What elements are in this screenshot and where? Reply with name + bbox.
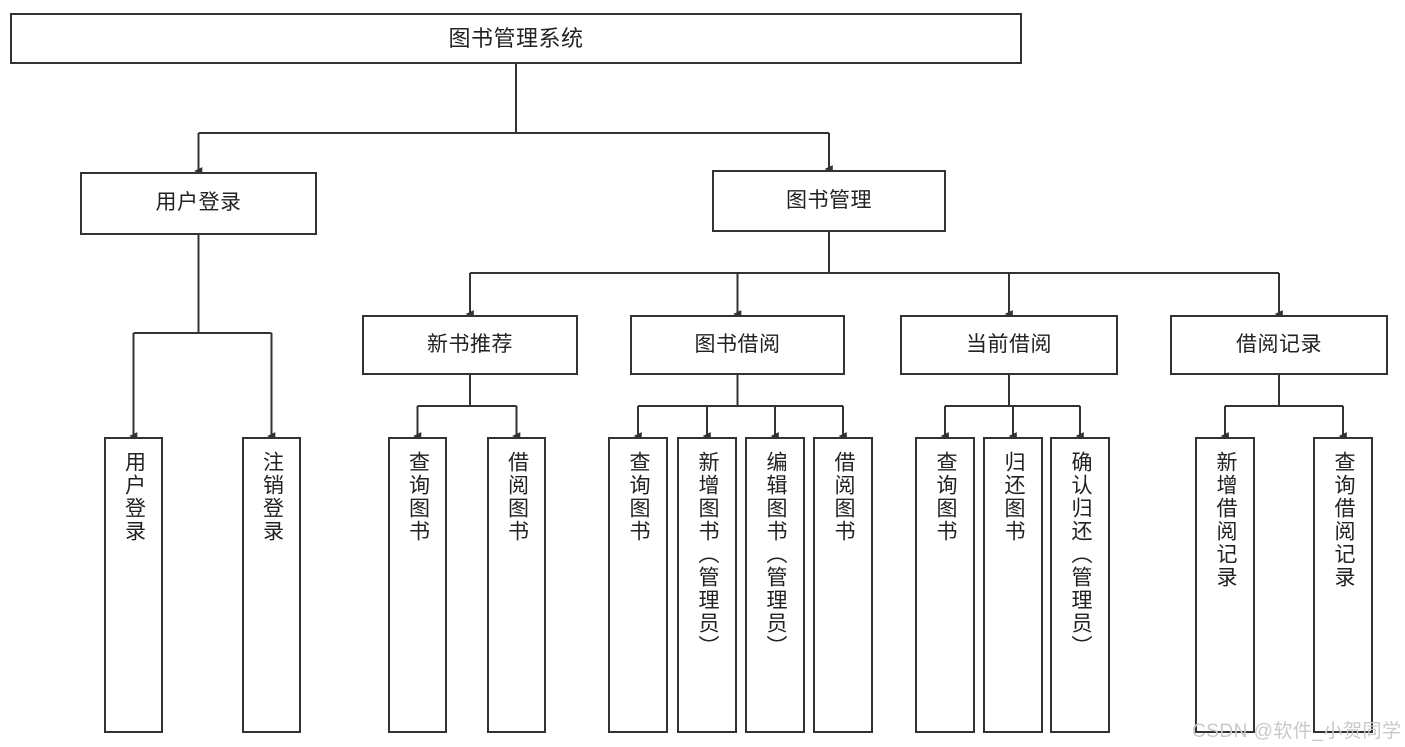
node-leaf-cur-confirm-return[interactable]: 确认归还（管理员） — [1050, 437, 1110, 733]
node-label: 借阅图书 — [832, 451, 856, 543]
node-leaf-rec-borrow-book[interactable]: 借阅图书 — [487, 437, 546, 733]
node-label: 编辑图书（管理员） — [764, 451, 788, 658]
node-label: 归还图书 — [1002, 451, 1026, 543]
node-current-borrow[interactable]: 当前借阅 — [900, 315, 1118, 375]
node-label: 查询图书 — [406, 451, 430, 543]
node-leaf-user-login[interactable]: 用户登录 — [104, 437, 163, 733]
node-label: 注销登录 — [260, 451, 284, 543]
node-borrow-record[interactable]: 借阅记录 — [1170, 315, 1388, 375]
node-label: 查询图书 — [934, 451, 958, 543]
node-label: 当前借阅 — [966, 332, 1052, 356]
node-label: 确认归还（管理员） — [1069, 451, 1093, 658]
node-leaf-rec-query-record[interactable]: 查询借阅记录 — [1313, 437, 1373, 733]
node-leaf-borrow-edit-book[interactable]: 编辑图书（管理员） — [745, 437, 805, 733]
node-label: 用户登录 — [122, 451, 146, 543]
node-label: 图书管理系统 — [448, 25, 584, 51]
node-label: 查询借阅记录 — [1332, 451, 1356, 589]
node-leaf-user-logout[interactable]: 注销登录 — [242, 437, 301, 733]
node-label: 借阅图书 — [505, 451, 529, 543]
node-user-login[interactable]: 用户登录 — [80, 172, 317, 235]
node-leaf-cur-query-book[interactable]: 查询图书 — [915, 437, 975, 733]
connector-lines — [129, 64, 1347, 440]
node-leaf-rec-add-record[interactable]: 新增借阅记录 — [1195, 437, 1255, 733]
node-label: 借阅记录 — [1236, 332, 1322, 356]
node-label: 查询图书 — [627, 451, 651, 543]
node-label: 用户登录 — [155, 191, 242, 215]
node-leaf-rec-query-book[interactable]: 查询图书 — [388, 437, 447, 733]
node-book-manage[interactable]: 图书管理 — [712, 170, 946, 232]
node-label: 图书管理 — [786, 188, 872, 212]
node-root[interactable]: 图书管理系统 — [10, 13, 1022, 64]
node-label: 新增借阅记录 — [1214, 451, 1238, 589]
node-leaf-borrow-add-book[interactable]: 新增图书（管理员） — [677, 437, 737, 733]
node-leaf-borrow-borrow-book[interactable]: 借阅图书 — [813, 437, 873, 733]
watermark-text: CSDN @软件_小贺同学 — [1192, 721, 1402, 742]
node-label: 图书借阅 — [694, 332, 781, 356]
node-label: 新增图书（管理员） — [696, 451, 720, 658]
node-leaf-cur-return-book[interactable]: 归还图书 — [983, 437, 1043, 733]
node-label: 新书推荐 — [427, 332, 513, 356]
node-new-book-rec[interactable]: 新书推荐 — [362, 315, 578, 375]
node-leaf-borrow-query-book[interactable]: 查询图书 — [608, 437, 668, 733]
node-book-borrow[interactable]: 图书借阅 — [630, 315, 845, 375]
